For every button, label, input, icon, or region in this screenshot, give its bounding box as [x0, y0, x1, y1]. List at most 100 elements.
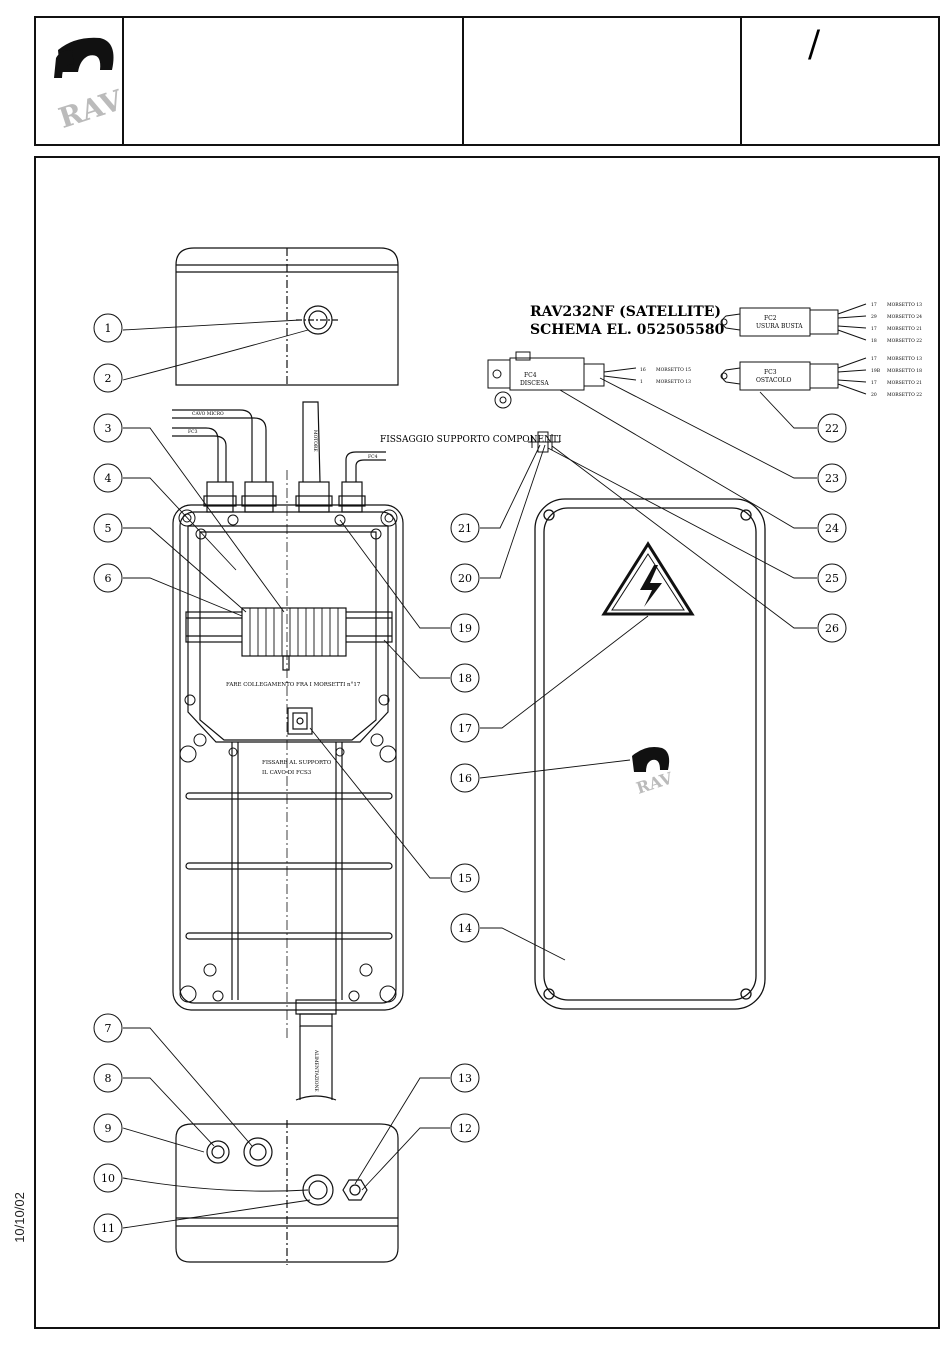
- leader-line-18: [383, 639, 450, 679]
- callout-number: 13: [458, 1072, 472, 1085]
- callout-number: 23: [825, 472, 839, 485]
- callout-17: 17: [450, 713, 480, 743]
- callout-18: 18: [450, 663, 480, 693]
- leader-line-4: [123, 477, 237, 571]
- callout-10: 10: [93, 1163, 123, 1193]
- callout-number: 20: [458, 572, 472, 585]
- callout-number: 5: [105, 522, 112, 535]
- callout-circle: [817, 613, 847, 643]
- callout-15: 15: [450, 863, 480, 893]
- callout-22: 22: [817, 413, 847, 443]
- fc3-wire-2-num: 19B: [871, 368, 881, 374]
- callout-circle: [450, 913, 480, 943]
- fc2-wire-4-num: 18: [871, 338, 877, 344]
- leader-line-12: [361, 1127, 450, 1191]
- side-date: 10/10/02: [11, 1192, 27, 1243]
- main-box: [172, 401, 404, 1101]
- switch-fc4: [487, 351, 637, 409]
- callout-number: 4: [105, 472, 112, 485]
- callout-circle: [450, 513, 480, 543]
- note-fissare-1: FISSARE AL SUPPORTO: [262, 760, 332, 766]
- fc2-wire-1-label: MORSETTO 13: [887, 302, 922, 308]
- callout-number: 1: [105, 322, 112, 335]
- callout-circle: [93, 413, 123, 443]
- callout-circle: [93, 563, 123, 593]
- callout-number: 11: [101, 1222, 115, 1235]
- callout-4: 4: [93, 463, 123, 493]
- fc2-wire-1-num: 17: [871, 302, 877, 308]
- callout-circle: [450, 613, 480, 643]
- callout-16: 16: [450, 763, 480, 793]
- callout-11: 11: [93, 1213, 123, 1243]
- callout-circle: [93, 1063, 123, 1093]
- callouts: 1234567891011121314151617181920212223242…: [93, 313, 847, 1243]
- callout-number: 10: [101, 1172, 115, 1185]
- leader-line-25: [547, 447, 817, 579]
- fc2-wire-2-label: MORSETTO 24: [887, 314, 922, 320]
- callout-circle: [93, 1013, 123, 1043]
- callout-circle: [93, 513, 123, 543]
- leader-line-1: [122, 319, 301, 331]
- callout-circle: [93, 463, 123, 493]
- leader-line-23: [599, 377, 817, 479]
- callout-circle: [93, 313, 123, 343]
- callout-number: 8: [105, 1072, 112, 1085]
- fc4-wire-2-num: 1: [640, 379, 643, 385]
- callout-number: 17: [458, 722, 472, 735]
- leader-line-9: [122, 1127, 205, 1153]
- fc2-wire-3-num: 17: [871, 326, 877, 332]
- callout-number: 2: [105, 372, 112, 385]
- leader-line-19: [339, 519, 450, 629]
- rav-logo: RAV: [54, 37, 128, 135]
- leader-line-17: [480, 615, 649, 729]
- callout-number: 19: [458, 622, 472, 635]
- callout-number: 9: [105, 1122, 112, 1135]
- leader-line-20: [480, 444, 546, 579]
- note-fissare-2: IL CAVO DI FCS3: [262, 770, 312, 776]
- cover-logo: RAV: [632, 747, 675, 798]
- callout-number: 25: [825, 572, 839, 585]
- callout-circle: [450, 713, 480, 743]
- fc2-wire-3-label: MORSETTO 21: [887, 326, 922, 332]
- fc4-wire-1-label: MORSETTO 15: [656, 367, 691, 373]
- callout-12: 12: [450, 1113, 480, 1143]
- callout-13: 13: [450, 1063, 480, 1093]
- callout-26: 26: [817, 613, 847, 643]
- fc3-wire-4-label: MORSETTO 22: [887, 392, 922, 398]
- fc4-wire-2-label: MORSETTO 13: [656, 379, 691, 385]
- leader-line-14: [480, 927, 566, 961]
- callout-number: 16: [458, 772, 472, 785]
- fc2-id: FC2: [764, 315, 777, 322]
- callout-circle: [450, 763, 480, 793]
- callout-number: 7: [105, 1022, 112, 1035]
- callout-circle: [93, 363, 123, 393]
- schematic-title-2: SCHEMA EL. 052505580: [530, 322, 725, 338]
- callout-20: 20: [450, 563, 480, 593]
- callout-circle: [93, 1113, 123, 1143]
- leader-line-15: [309, 727, 450, 879]
- leader-line-21: [480, 444, 541, 529]
- callout-1: 1: [93, 313, 123, 343]
- fc3-id: FC3: [764, 369, 777, 376]
- cable-label-cavo-micro: CAVO MICRO: [192, 411, 224, 417]
- schematic-title-1: RAV232NF (SATELLITE): [530, 304, 721, 320]
- title-block: [34, 16, 940, 146]
- top-view: [175, 247, 399, 386]
- bottom-view: [175, 1120, 399, 1265]
- fc2-wire-2-num: 29: [871, 314, 877, 320]
- callout-number: 3: [105, 422, 112, 435]
- logo-text: RAV: [55, 83, 128, 135]
- callout-circle: [817, 463, 847, 493]
- callout-number: 24: [825, 522, 839, 535]
- callout-circle: [817, 413, 847, 443]
- fc2-desc: USURA BUSTA: [756, 323, 803, 330]
- header-slash: /: [808, 24, 821, 65]
- callout-circle: [93, 1213, 123, 1243]
- callout-24: 24: [817, 513, 847, 543]
- cable-label-motore: MOTORE: [312, 430, 318, 452]
- callout-number: 15: [458, 872, 472, 885]
- leader-line-10: [122, 1177, 309, 1192]
- callout-7: 7: [93, 1013, 123, 1043]
- callout-number: 18: [458, 672, 472, 685]
